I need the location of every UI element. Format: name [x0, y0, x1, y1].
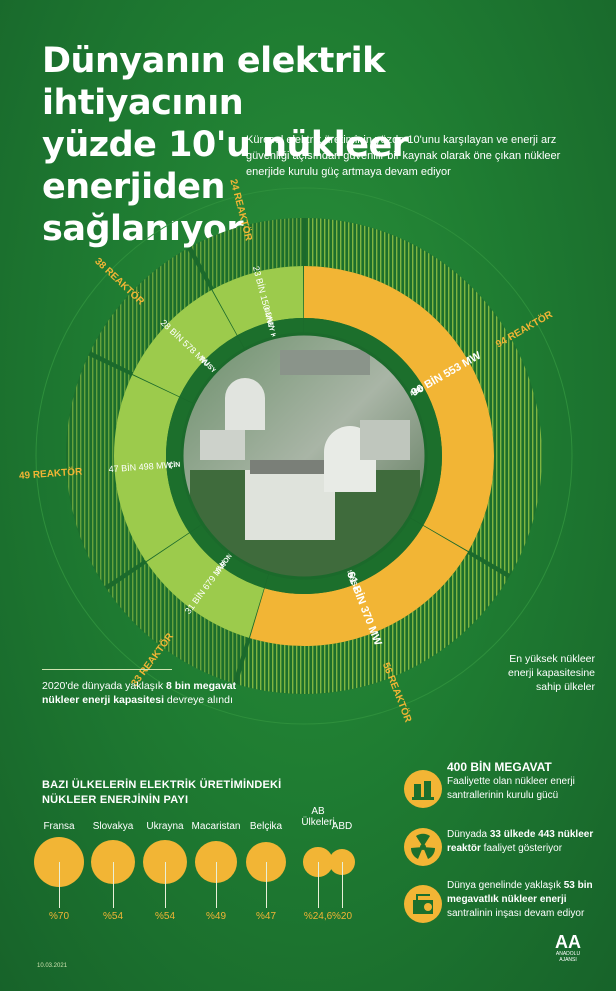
country-band-6	[237, 318, 304, 350]
country-band-2	[264, 517, 424, 595]
divider	[42, 669, 172, 670]
share-stem	[113, 862, 114, 908]
wheel-legend: En yüksek nükleer enerji kapasitesine sa…	[508, 653, 595, 693]
share-percent-label: %54	[154, 911, 175, 922]
share-stem	[342, 862, 343, 908]
fact-text: Dünya genelinde yaklaşık 53 bin megavatl…	[447, 880, 593, 919]
facts-headline: 400 BİN MEGAVAT	[447, 760, 552, 774]
capacity-arc-6	[212, 266, 304, 336]
reactor-arc-4	[65, 355, 145, 586]
side-note-bold: 8 bin megavat nükleer enerji kapasitesi	[42, 680, 237, 706]
reactor-arc-1	[305, 218, 542, 575]
country-label: ÇİN	[168, 461, 181, 470]
share-country-label: Fransa	[43, 821, 75, 832]
share-percent-label: %24,6	[303, 911, 333, 922]
agency-logo: AA ANADOLU AJANSI	[548, 933, 588, 963]
side-note: 2020'de dünyada yaklaşık 8 bin megavat n…	[42, 669, 242, 707]
nuclear-plant-photo	[182, 334, 426, 578]
share-country-label: Slovakya	[92, 821, 134, 832]
title-line: yüzde 10'u nükleer enerjiden	[42, 125, 409, 207]
share-percent-label: %20	[331, 911, 352, 922]
outer-ring	[35, 187, 573, 725]
subtitle: Küresel elektrik üretiminin yüzde 10'unu…	[246, 134, 561, 178]
fact-text: Dünyada 33 ülkede 443 nükleer reaktör fa…	[447, 829, 594, 854]
share-stem	[59, 862, 60, 908]
reactor-arc-2	[237, 553, 509, 694]
capacity-arcs	[113, 266, 495, 647]
reactor-arcs	[65, 218, 542, 694]
power-plant-icon	[404, 770, 442, 808]
capacity-arc-2	[249, 525, 468, 647]
capacity-label: 47 BİN 498 MW	[108, 460, 173, 475]
share-country-label: Belçika	[249, 821, 283, 832]
side-note-text: devreye alındı	[163, 694, 233, 706]
radiation-icon	[404, 828, 442, 866]
reactor-arc-5	[90, 248, 211, 373]
title-line: Dünyanın elektrik ihtiyacının	[42, 41, 385, 123]
share-bubble	[195, 841, 237, 883]
capacity-arc-5	[132, 290, 237, 397]
reactor-arc-3	[107, 562, 248, 684]
share-stem	[266, 862, 267, 908]
share-country-label: ABD	[331, 821, 353, 832]
logo-mark: AA	[555, 932, 581, 952]
share-country-label: AB Ülkeleri	[301, 806, 335, 828]
share-bubble	[143, 840, 187, 884]
share-title-line: NÜKLEER ENERJİNİN PAYI	[42, 794, 189, 806]
country-band-1	[304, 318, 442, 526]
share-stem	[318, 862, 319, 908]
share-bubble	[91, 840, 135, 884]
share-bubble	[328, 848, 356, 876]
reactor-arc-6	[191, 218, 303, 289]
share-country-label: Ukrayna	[146, 821, 184, 832]
date: 10.03.2021	[37, 963, 68, 969]
share-stem	[165, 862, 166, 908]
construction-icon	[404, 885, 442, 923]
fact-text: Faaliyette olan nükleer enerji santralle…	[447, 776, 575, 801]
share-title-line: BAZI ÜLKELERİN ELEKTRİK ÜRETİMİNDEKİ	[42, 779, 282, 791]
capacity-arc-1	[304, 266, 495, 552]
country-band-5	[179, 335, 245, 404]
share-bubble	[303, 847, 333, 877]
country-band-4	[166, 397, 203, 533]
share-percent-label: %49	[205, 911, 226, 922]
share-title: BAZI ÜLKELERİN ELEKTRİK ÜRETİMİNDEKİ NÜK…	[42, 778, 281, 808]
share-percent-label: %70	[48, 911, 69, 922]
logo-text: ANADOLU AJANSI	[555, 951, 581, 963]
country-band-3	[189, 524, 269, 589]
share-stem	[216, 862, 217, 908]
capacity-arc-4	[113, 374, 190, 562]
share-percent-label: %47	[255, 911, 276, 922]
share-country-label: Macaristan	[191, 821, 241, 832]
share-bubble	[245, 841, 287, 883]
side-note-text: 2020'de dünyada yaklaşık	[42, 680, 167, 692]
capacity-arc-3	[146, 533, 265, 638]
share-percent-label: %54	[102, 911, 123, 922]
